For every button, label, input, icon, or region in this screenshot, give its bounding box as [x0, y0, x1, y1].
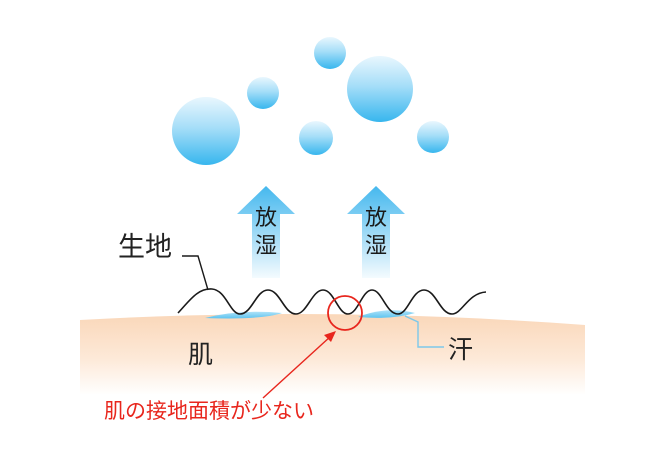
- sweat-leader-line: [404, 315, 444, 348]
- contact-area-note: 肌の接地面積が少ない: [104, 399, 314, 423]
- vapor-droplet: [247, 77, 279, 109]
- vapor-droplet: [417, 121, 449, 153]
- moisture-arrow-left: [237, 186, 295, 278]
- fabric-label: 生地: [118, 232, 172, 263]
- pointer-line: [262, 335, 332, 399]
- moisture-arrow-right: [347, 186, 405, 278]
- moisture-release-label-right: 放 湿: [364, 206, 387, 259]
- vapor-droplet: [314, 37, 346, 69]
- vapor-droplet: [347, 56, 413, 122]
- pointer-arrowhead: [324, 331, 336, 342]
- fabric-leader-line: [182, 255, 209, 291]
- vapor-droplet: [172, 97, 240, 165]
- sweat-patch-right: [358, 310, 415, 318]
- fabric-wave: [177, 288, 487, 315]
- skin-layer: [80, 314, 585, 395]
- skin-label: 肌: [188, 340, 214, 369]
- contact-highlight-circle: [327, 295, 363, 331]
- vapor-droplet: [299, 121, 333, 155]
- moisture-release-label-left: 放 湿: [254, 206, 277, 259]
- sweat-label: 汗: [448, 335, 474, 364]
- sweat-patch-left: [205, 311, 282, 319]
